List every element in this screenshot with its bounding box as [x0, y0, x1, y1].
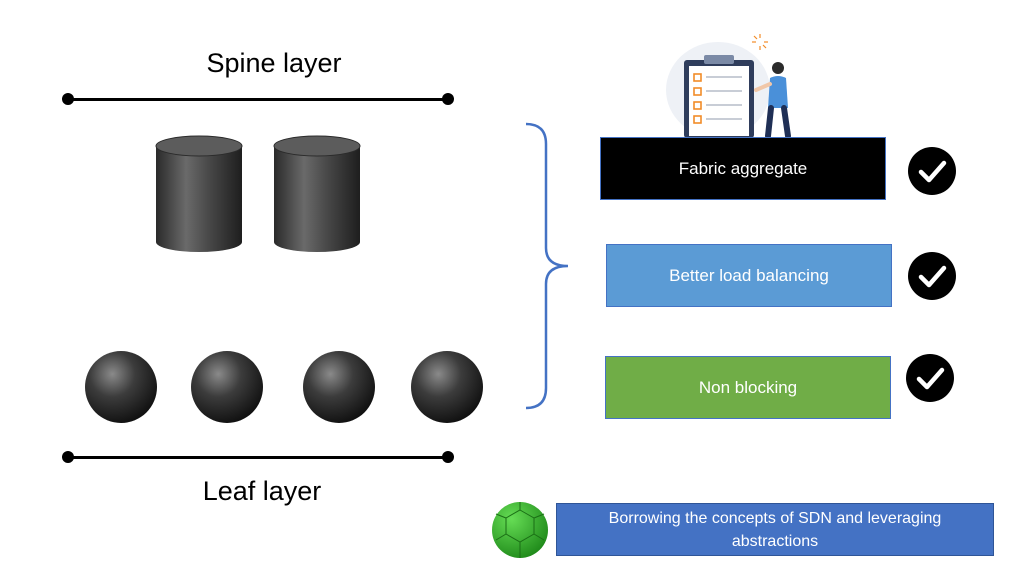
spine-node-2-cylinder-icon	[273, 135, 361, 252]
spine-layer-title: Spine layer	[206, 48, 342, 78]
sdn-note-box: Borrowing the concepts of SDN and levera…	[556, 503, 994, 556]
leaf-node-2-sphere-icon	[191, 351, 263, 423]
benefit-fabric-aggregate: Fabric aggregate	[600, 137, 886, 200]
leaf-node-4-sphere-icon	[411, 351, 483, 423]
check-icon-3	[906, 354, 954, 402]
leaf-line-right-dot	[442, 451, 454, 463]
check-icon-1	[908, 147, 956, 195]
leaf-node-3-sphere-icon	[303, 351, 375, 423]
benefit-better-load-balancing: Better load balancing	[606, 244, 892, 307]
leaf-line-bar	[68, 456, 450, 459]
spine-line-bar	[68, 98, 450, 101]
leaf-node-1-sphere-icon	[85, 351, 157, 423]
check-icon-2	[908, 252, 956, 300]
spine-node-1-cylinder-icon	[155, 135, 243, 252]
checklist-person-illustration	[666, 34, 791, 138]
green-polyhedron-icon	[492, 502, 548, 558]
spine-layer-line	[62, 92, 456, 106]
leaf-layer-title: Leaf layer	[202, 476, 322, 506]
spine-line-right-dot	[442, 93, 454, 105]
leaf-layer-line	[62, 450, 456, 464]
curly-brace-icon	[525, 122, 569, 410]
benefit-non-blocking: Non blocking	[605, 356, 891, 419]
